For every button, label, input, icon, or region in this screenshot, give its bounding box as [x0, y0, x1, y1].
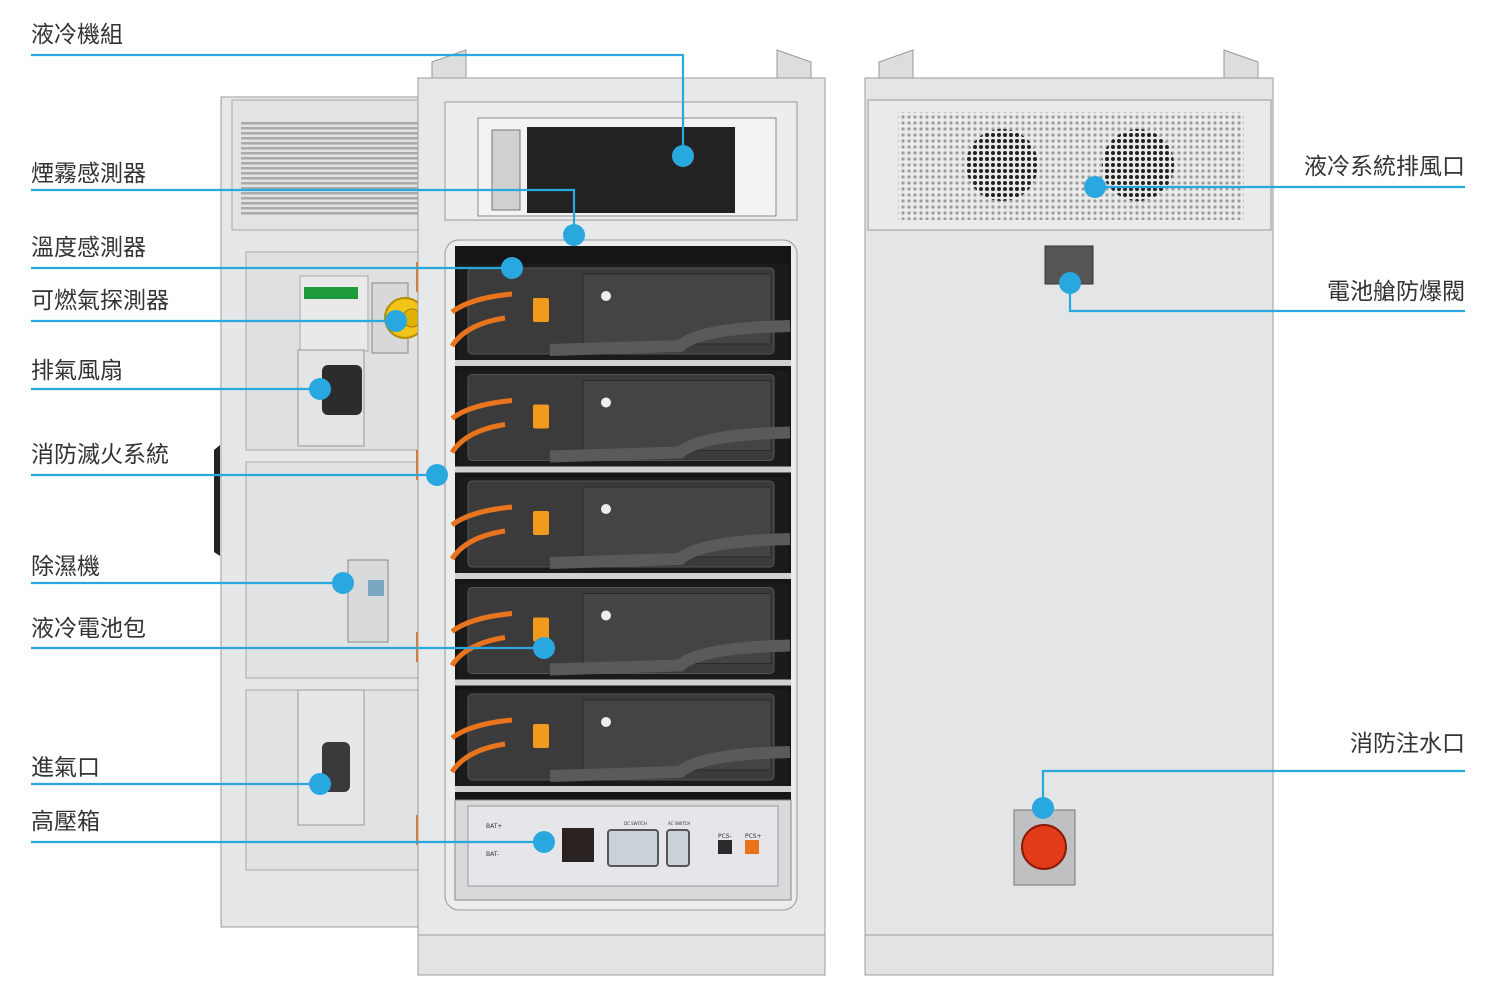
callout-dot-air-inlet [309, 773, 331, 795]
rear-cabinet [864, 49, 1274, 976]
callout-dot-cooling-exhaust-vent [1084, 176, 1106, 198]
battery-module [449, 583, 791, 686]
label-liquid-cooling-unit: 液冷機組 [31, 22, 123, 48]
battery-module [449, 370, 791, 473]
label-temperature-sensor: 溫度感測器 [31, 235, 146, 261]
high-voltage-box: BAT+ BAT- PCS- PCS+ DC SWITCH AC SWITCH [454, 799, 792, 901]
battery-module [449, 264, 791, 366]
explosion-relief-valve-part [1044, 245, 1094, 285]
main-cabinet: BAT+ BAT- PCS- PCS+ DC SWITCH AC SWITCH [417, 49, 826, 976]
callout-dot-fire-suppression [426, 464, 448, 486]
bat-plus-label: BAT+ [486, 823, 502, 830]
battery-module [449, 477, 791, 579]
label-battery-pack: 液冷電池包 [31, 616, 146, 642]
exhaust-fan-part [322, 365, 362, 415]
callout-dot-fire-water-inlet [1032, 797, 1054, 819]
label-dehumidifier: 除濕機 [31, 554, 100, 580]
green-indicator [304, 287, 358, 299]
battery-module [449, 690, 791, 792]
label-smoke-sensor: 煙霧感測器 [31, 161, 146, 187]
callout-dot-exhaust-fan [309, 378, 331, 400]
pcs-plus-label: PCS+ [745, 833, 762, 840]
callout-dot-gas-detector [385, 310, 407, 332]
dc-switch-label: DC SWITCH [624, 821, 647, 826]
door-louver-vent [241, 122, 419, 215]
leader-lines [31, 53, 1465, 844]
dehumidifier-part [347, 559, 389, 643]
callout-dot-liquid-cooling-unit [672, 145, 694, 167]
leader-line-liquid-cooling-unit [31, 53, 685, 156]
label-air-inlet: 進氣口 [31, 755, 100, 781]
label-exhaust-fan: 排氣風扇 [31, 358, 123, 384]
leader-line-smoke-sensor [31, 188, 576, 235]
callout-dot-explosion-relief-valve [1059, 272, 1081, 294]
liquid-cooling-unit-part [527, 127, 735, 213]
label-cooling-exhaust-vent: 液冷系統排風口 [1304, 154, 1465, 180]
bat-minus-label: BAT- [486, 851, 499, 858]
callout-dot-dehumidifier [332, 572, 354, 594]
label-gas-detector: 可燃氣探測器 [31, 288, 169, 314]
callout-dot-temperature-sensor [501, 257, 523, 279]
label-fire-water-inlet: 消防注水口 [1350, 731, 1465, 757]
fire-water-inlet-part [1021, 824, 1067, 870]
pcs-minus-label: PCS- [718, 833, 732, 840]
callout-dot-battery-pack [533, 637, 555, 659]
label-fire-suppression: 消防滅火系統 [31, 442, 169, 468]
callout-dot-smoke-sensor [563, 224, 585, 246]
label-explosion-relief-valve: 電池艙防爆閥 [1327, 279, 1465, 305]
ac-switch-label: AC SWITCH [668, 821, 690, 826]
leader-line-fire-water-inlet [1041, 769, 1465, 808]
label-high-voltage-box: 高壓箱 [31, 809, 100, 835]
callout-dot-high-voltage-box [533, 831, 555, 853]
open-door [214, 96, 431, 928]
